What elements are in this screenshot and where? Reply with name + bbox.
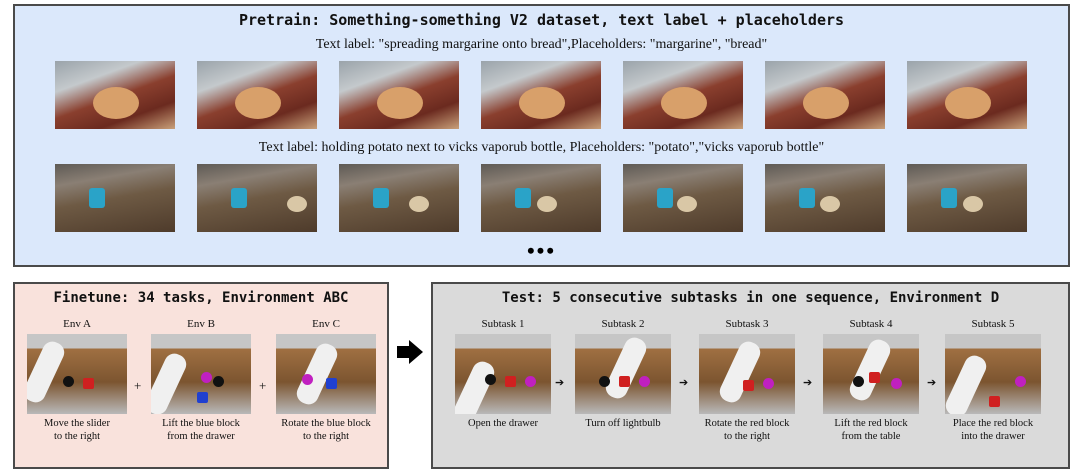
subtask-scene [455, 334, 551, 414]
subtask-desc-line2: from the table [841, 431, 901, 442]
video-frame [907, 61, 1027, 129]
env-desc-line1: Move the slider [44, 418, 110, 429]
env-label: Env A [63, 318, 91, 330]
video-frame [481, 164, 601, 232]
subtask-label: Subtask 4 [849, 318, 893, 330]
video-frame [339, 61, 459, 129]
subtask-desc-line1: Place the red block [952, 418, 1034, 429]
test-title: Test: 5 consecutive subtasks in one sequ… [501, 290, 1000, 306]
video-frame [765, 61, 885, 129]
video-frame [197, 164, 317, 232]
env-scene [27, 334, 127, 414]
subtask-2: Subtask 2 Turn off lightbulb [575, 318, 671, 430]
video-frame [197, 61, 317, 129]
margarine-frame-row [55, 61, 1027, 129]
more-indicator: ••• [526, 238, 557, 263]
video-frame [623, 61, 743, 129]
arrow-right-icon: ➔ [679, 377, 689, 389]
subtask-scene [575, 334, 671, 414]
finetune-title: Finetune: 34 tasks, Environment ABC [53, 290, 349, 306]
env-desc-line2: to the right [53, 431, 101, 442]
arrow-right-icon: ➔ [803, 377, 813, 389]
arrow-right-icon: ➔ [555, 377, 565, 389]
subtask-label: Subtask 3 [725, 318, 769, 330]
subtask-desc-line2: into the drawer [961, 431, 1025, 442]
plus-sign: + [134, 378, 142, 393]
env-desc-line2: from the drawer [167, 431, 235, 442]
test-panel: Test: 5 consecutive subtasks in one sequ… [431, 282, 1070, 469]
pretrain-title: Pretrain: Something-something V2 dataset… [238, 11, 845, 29]
subtask-desc-line1: Turn off lightbulb [585, 418, 661, 429]
env-b: Env B Lift the blue block from the drawe… [151, 318, 251, 443]
env-scene [151, 334, 251, 414]
env-desc-line2: to the right [302, 431, 350, 442]
pretrain-panel: Pretrain: Something-something V2 dataset… [13, 4, 1070, 267]
subtask-label: Subtask 5 [971, 318, 1015, 330]
video-frame [55, 164, 175, 232]
subtask-4: Subtask 4 Lift the red block from the ta… [823, 318, 919, 443]
video-frame [339, 164, 459, 232]
env-label: Env B [187, 318, 215, 330]
video-frame [55, 61, 175, 129]
video-frame [623, 164, 743, 232]
env-a: Env A Move the slider to the right [27, 318, 127, 443]
plus-sign: + [259, 378, 267, 393]
env-desc-line1: Rotate the blue block [281, 418, 371, 429]
subtask-1: Subtask 1 Open the drawer [455, 318, 551, 430]
subtask-scene [823, 334, 919, 414]
env-c: Env C Rotate the blue block to the right [276, 318, 376, 443]
subtask-desc-line1: Lift the red block [834, 418, 908, 429]
video-frame [907, 164, 1027, 232]
subtask-desc-line2: to the right [723, 431, 771, 442]
subtask-desc-line1: Rotate the red block [704, 418, 790, 429]
subtask-label: Subtask 1 [481, 318, 525, 330]
arrow-right-icon: ➔ [927, 377, 937, 389]
subtask-3: Subtask 3 Rotate the red block to the ri… [699, 318, 795, 443]
subtask-scene [699, 334, 795, 414]
video-frame [481, 61, 601, 129]
subtask-label: Subtask 2 [601, 318, 645, 330]
subtask-5: Subtask 5 Place the red block into the d… [945, 318, 1041, 443]
env-scene [276, 334, 376, 414]
env-desc-line1: Lift the blue block [162, 418, 240, 429]
subtask-scene [945, 334, 1041, 414]
video-frame [765, 164, 885, 232]
env-label: Env C [312, 318, 340, 330]
finetune-panel: Finetune: 34 tasks, Environment ABC Env … [13, 282, 389, 469]
row1-caption: Text label: "spreading margarine onto br… [315, 37, 768, 52]
row2-caption: Text label: holding potato next to vicks… [258, 140, 825, 155]
potato-frame-row [55, 164, 1027, 232]
subtask-desc-line1: Open the drawer [468, 418, 538, 429]
